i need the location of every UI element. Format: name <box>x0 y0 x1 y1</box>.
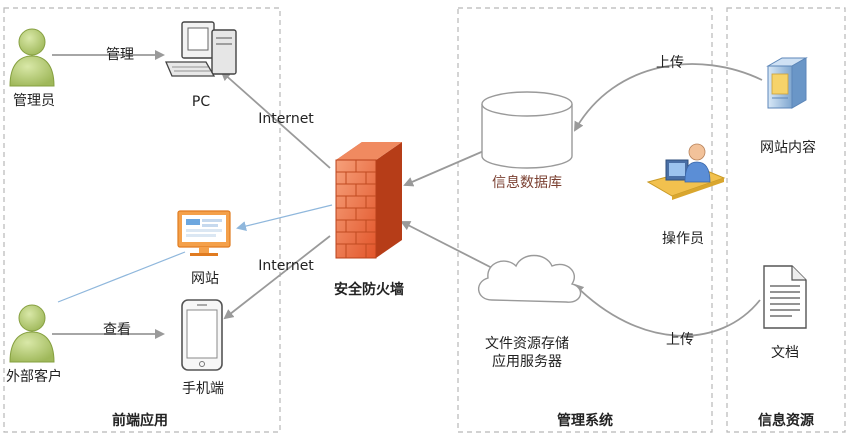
firewall-to-pc-arrow <box>220 70 331 169</box>
management-section-box <box>457 7 713 433</box>
mobile-phone-icon <box>181 299 223 371</box>
front-section-title: 前端应用 <box>112 413 168 429</box>
cloud-server-icon <box>478 254 582 303</box>
admin-label: 管理员 <box>13 93 55 109</box>
fileserver-to-firewall-arrow <box>400 221 501 273</box>
firewall-to-mobile-arrow <box>223 235 331 320</box>
external-client-label: 外部客户 <box>6 369 62 385</box>
firewall-label: 安全防火墙 <box>334 282 404 298</box>
front-section-box <box>3 7 281 433</box>
pc-icon <box>165 21 237 77</box>
document-to-fileserver-arrow <box>573 283 761 337</box>
db-to-firewall-arrow <box>403 149 487 187</box>
document-label: 文档 <box>771 345 799 361</box>
database-icon <box>481 91 573 169</box>
site-content-icon <box>766 57 808 109</box>
firewall-to-website-arrow <box>236 204 333 231</box>
resources-section-box <box>726 7 846 433</box>
operator-icon <box>646 143 726 200</box>
upload-top-label: 上传 <box>656 55 684 71</box>
website-label: 网站 <box>191 271 219 287</box>
sitecontent-to-db-arrow <box>574 63 763 132</box>
mobile-label: 手机端 <box>182 381 224 397</box>
firewall-icon <box>335 142 402 259</box>
site-content-label: 网站内容 <box>760 140 816 156</box>
document-icon <box>763 265 807 329</box>
management-section-title: 管理系统 <box>557 413 613 429</box>
internet-top-label: Internet <box>258 111 314 127</box>
external-client-person-icon <box>9 304 55 363</box>
client-to-website-line <box>57 251 186 303</box>
upload-bottom-label: 上传 <box>666 332 694 348</box>
file-server-label-line2: 应用服务器 <box>492 354 562 370</box>
view-edge-label: 查看 <box>103 322 131 338</box>
admin-person-icon <box>9 28 55 87</box>
operator-label: 操作员 <box>662 231 704 247</box>
info-db-label: 信息数据库 <box>492 175 562 191</box>
manage-edge-label: 管理 <box>106 47 134 63</box>
resources-section-title: 信息资源 <box>758 413 814 429</box>
internet-bottom-label: Internet <box>258 258 314 274</box>
website-monitor-icon <box>177 210 231 256</box>
pc-label: PC <box>191 94 211 110</box>
file-server-label-line1: 文件资源存储 <box>485 336 569 352</box>
